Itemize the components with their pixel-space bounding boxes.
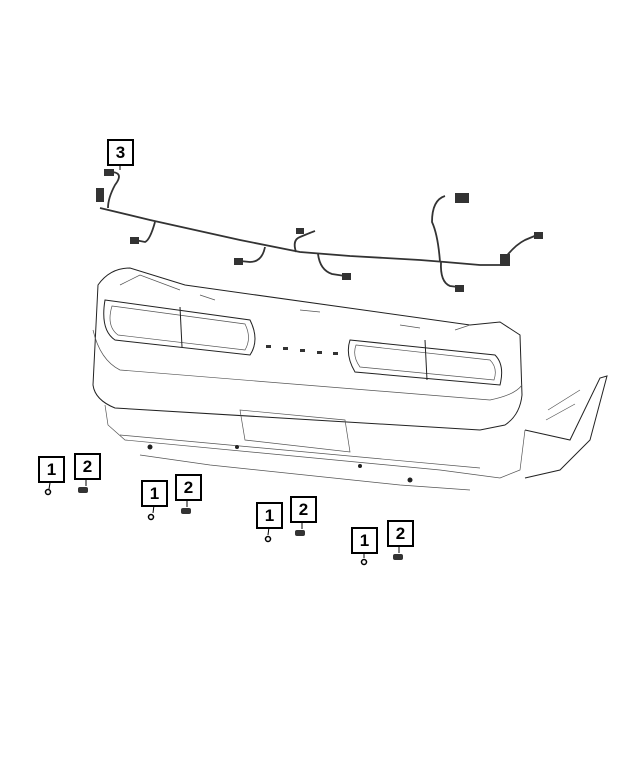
connector-icon (234, 258, 243, 265)
callout-1-grommet: 1 (256, 502, 283, 529)
grommet-icon (147, 513, 155, 521)
bumper-fascia (92, 267, 608, 491)
sensor-icon (393, 554, 403, 560)
callout-1-grommet: 1 (141, 480, 168, 507)
connector-icon (104, 169, 114, 176)
connector-icon (296, 228, 304, 234)
sensor-icon (181, 508, 191, 514)
sensor-grommets (44, 488, 368, 566)
connector-icon (455, 193, 469, 203)
connector-icon (534, 232, 543, 239)
grommet-icon (264, 535, 272, 543)
sensor-icon (78, 487, 88, 493)
wiring-harness (96, 169, 543, 292)
connector-icon (96, 188, 104, 202)
park-assist-sensors (78, 487, 403, 560)
connector-icon (500, 254, 510, 266)
callout-2-sensor: 2 (175, 474, 202, 501)
callout-2-sensor: 2 (387, 520, 414, 547)
grommet-icon (360, 558, 368, 566)
callout-2-sensor: 2 (290, 496, 317, 523)
callout-1-grommet: 1 (38, 456, 65, 483)
grommet-icon (44, 488, 52, 496)
connector-icon (342, 273, 351, 280)
callout-3-harness: 3 (107, 139, 134, 166)
sensor-icon (295, 530, 305, 536)
callout-1-grommet: 1 (351, 527, 378, 554)
connector-icon (130, 237, 139, 244)
leader-lines (48, 164, 400, 558)
callout-2-sensor: 2 (74, 453, 101, 480)
connector-icon (455, 285, 464, 292)
